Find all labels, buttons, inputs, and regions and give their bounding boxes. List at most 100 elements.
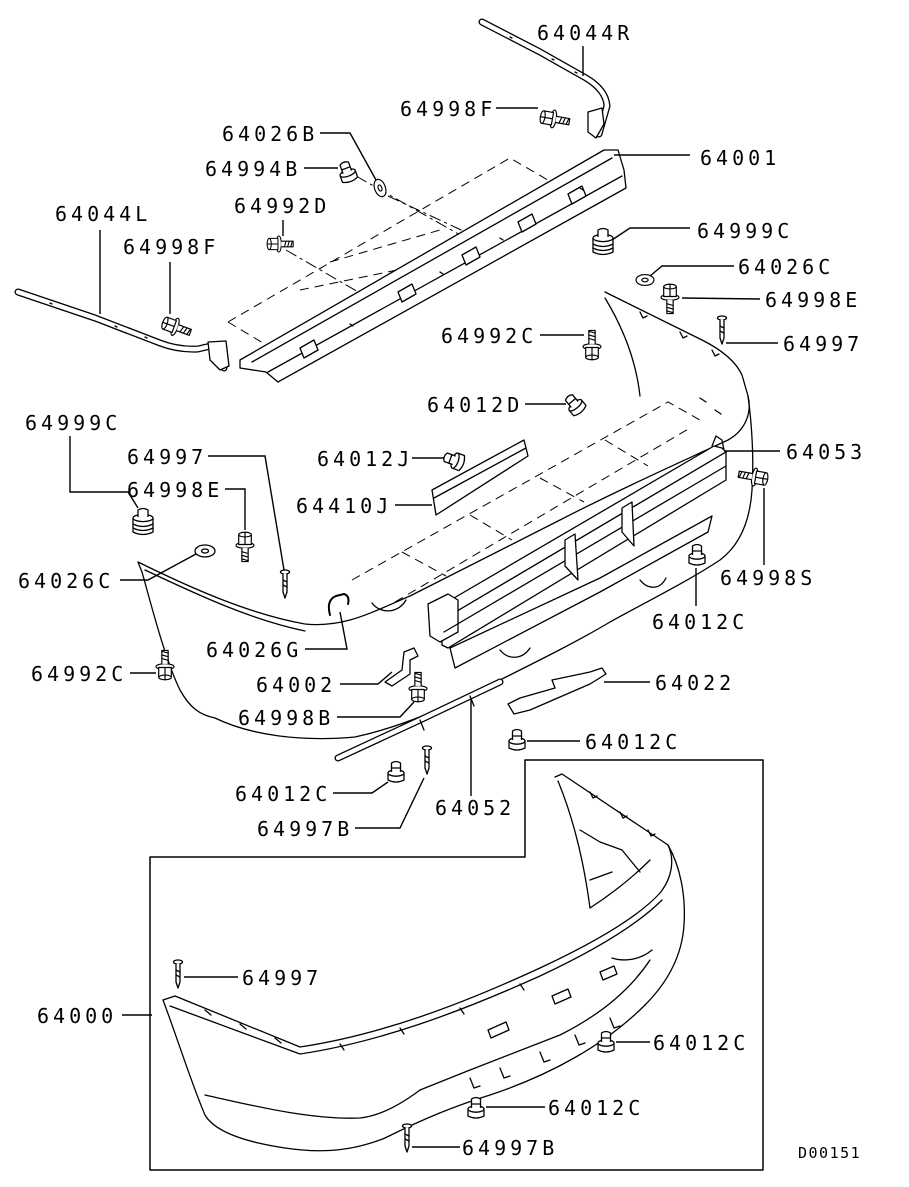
label-64998b: 64998B bbox=[238, 706, 334, 730]
bolt-64992c-left bbox=[155, 649, 175, 681]
bracket-right-tab bbox=[587, 107, 605, 139]
label-64012c-cover-right: 64012C bbox=[653, 1031, 749, 1055]
plate-fold bbox=[433, 447, 527, 499]
leader-64026c-left bbox=[120, 553, 197, 581]
bracket-64044l bbox=[14, 288, 230, 372]
bumper-right-end-teeth bbox=[639, 311, 722, 415]
bumper-right-end-inner bbox=[604, 297, 641, 397]
nut-64998f-left bbox=[159, 313, 194, 342]
grommet-64999c-left bbox=[132, 507, 154, 536]
clip-64012c-lower-left bbox=[387, 760, 405, 783]
label-64012c-mid: 64012C bbox=[652, 610, 748, 634]
clip-64012c-lower-right bbox=[508, 728, 526, 751]
pin-64997b-upper bbox=[421, 745, 433, 775]
cover-top-edge bbox=[162, 844, 673, 1048]
label-64998e-right: 64998E bbox=[765, 288, 861, 312]
bumper-top-edge bbox=[137, 395, 750, 626]
leader-64026g bbox=[305, 611, 348, 650]
bumper-lower-bumps bbox=[371, 577, 667, 658]
bumper-bottom-edge bbox=[214, 395, 754, 740]
label-64053: 64053 bbox=[786, 440, 866, 464]
nut-64998f-top bbox=[538, 107, 572, 132]
cover-top-tabs bbox=[204, 983, 525, 1051]
label-64998f-top: 64998F bbox=[400, 97, 496, 121]
bumper-left-end bbox=[137, 561, 216, 719]
washer-64026c-left bbox=[194, 544, 216, 558]
label-64410j: 64410J bbox=[296, 494, 392, 518]
leader-64026c-right bbox=[649, 265, 734, 277]
bracket-64044r bbox=[478, 18, 611, 139]
label-64999c-left: 64999C bbox=[25, 411, 121, 435]
clip-64012j bbox=[440, 448, 467, 472]
strip-64052-hooks bbox=[419, 695, 475, 731]
leader-64998e-left bbox=[225, 488, 246, 530]
leader-64999c-left bbox=[69, 436, 139, 509]
bolt-64992d bbox=[266, 235, 294, 253]
cover-front-face bbox=[162, 844, 686, 1152]
bolt-64998b bbox=[408, 671, 428, 703]
cover-right-inner-detail bbox=[579, 829, 641, 881]
cover-right-inner bbox=[557, 780, 651, 909]
absorber-ridge bbox=[443, 465, 727, 633]
cover-mount-slots bbox=[487, 965, 618, 1039]
label-64997-right: 64997 bbox=[783, 332, 863, 356]
label-64998e-left: 64998E bbox=[127, 478, 223, 502]
plate-64410j bbox=[431, 439, 529, 516]
beam-holes bbox=[349, 187, 584, 327]
beam-flange-line bbox=[251, 157, 613, 363]
label-64997b-upper: 64997B bbox=[257, 817, 353, 841]
absorber-lower-plate bbox=[449, 515, 713, 669]
label-64022: 64022 bbox=[655, 671, 735, 695]
label-64998f-left: 64998F bbox=[123, 235, 219, 259]
bolt-64992c-right bbox=[582, 329, 602, 361]
clip-64026g bbox=[327, 593, 350, 616]
label-64997b-cover: 64997B bbox=[462, 1136, 558, 1160]
clip-64012c-cover-left bbox=[467, 1096, 485, 1119]
label-64012c-cover-left: 64012C bbox=[548, 1096, 644, 1120]
bracket-left-holes bbox=[49, 302, 148, 339]
bumper-right-end-top bbox=[604, 291, 749, 397]
absorber-64053 bbox=[427, 435, 727, 669]
absorber-end-cap bbox=[427, 593, 459, 643]
bracket-left-strip-fill bbox=[15, 289, 227, 371]
bracket-64022 bbox=[507, 667, 607, 715]
cover-right-top bbox=[554, 773, 669, 846]
washer-64026b bbox=[371, 177, 389, 199]
cover-end-curve bbox=[611, 949, 653, 961]
beam-tabs bbox=[299, 185, 587, 359]
leader-64012c-lower-left bbox=[333, 781, 389, 794]
bracket-right-strip-fill bbox=[479, 19, 610, 137]
beam-outline bbox=[239, 149, 627, 383]
pin-64997b-cover bbox=[401, 1123, 413, 1153]
label-64012j: 64012J bbox=[317, 447, 413, 471]
grommet-64999c-right bbox=[592, 227, 614, 256]
bolt-64998e-left bbox=[235, 531, 255, 563]
pin-64997-cover bbox=[172, 959, 184, 989]
label-64044r: 64044R bbox=[537, 21, 633, 45]
bumper-cover-64000 bbox=[162, 773, 686, 1152]
bumper-cover-frame bbox=[149, 759, 764, 1171]
leader-64997b-upper bbox=[355, 777, 425, 829]
bumper-assembly bbox=[137, 291, 754, 740]
label-64997-left: 64997 bbox=[127, 445, 207, 469]
clip-64012c-mid bbox=[688, 543, 706, 566]
reinforcement-64001 bbox=[239, 149, 627, 383]
label-64026g: 64026G bbox=[206, 638, 302, 662]
label-64992d: 64992D bbox=[234, 194, 330, 218]
cover-lower-tabs bbox=[469, 1017, 621, 1089]
label-64001: 64001 bbox=[700, 146, 780, 170]
label-64026b: 64026B bbox=[222, 122, 318, 146]
leader-64998e-right bbox=[681, 297, 761, 300]
label-64998s: 64998S bbox=[720, 566, 816, 590]
pin-64997-right bbox=[716, 315, 728, 345]
plate-outline bbox=[431, 439, 529, 516]
label-64012c-lower-right: 64012C bbox=[585, 730, 681, 754]
cover-valance-crease bbox=[419, 959, 651, 1091]
cover-right-teeth bbox=[589, 791, 656, 837]
leader-64999c-right bbox=[611, 227, 690, 241]
bracket-left-tab bbox=[207, 340, 230, 371]
label-64999c-right: 64999C bbox=[697, 219, 793, 243]
label-64026c-right: 64026C bbox=[738, 255, 834, 279]
leader-64998b bbox=[337, 701, 415, 718]
